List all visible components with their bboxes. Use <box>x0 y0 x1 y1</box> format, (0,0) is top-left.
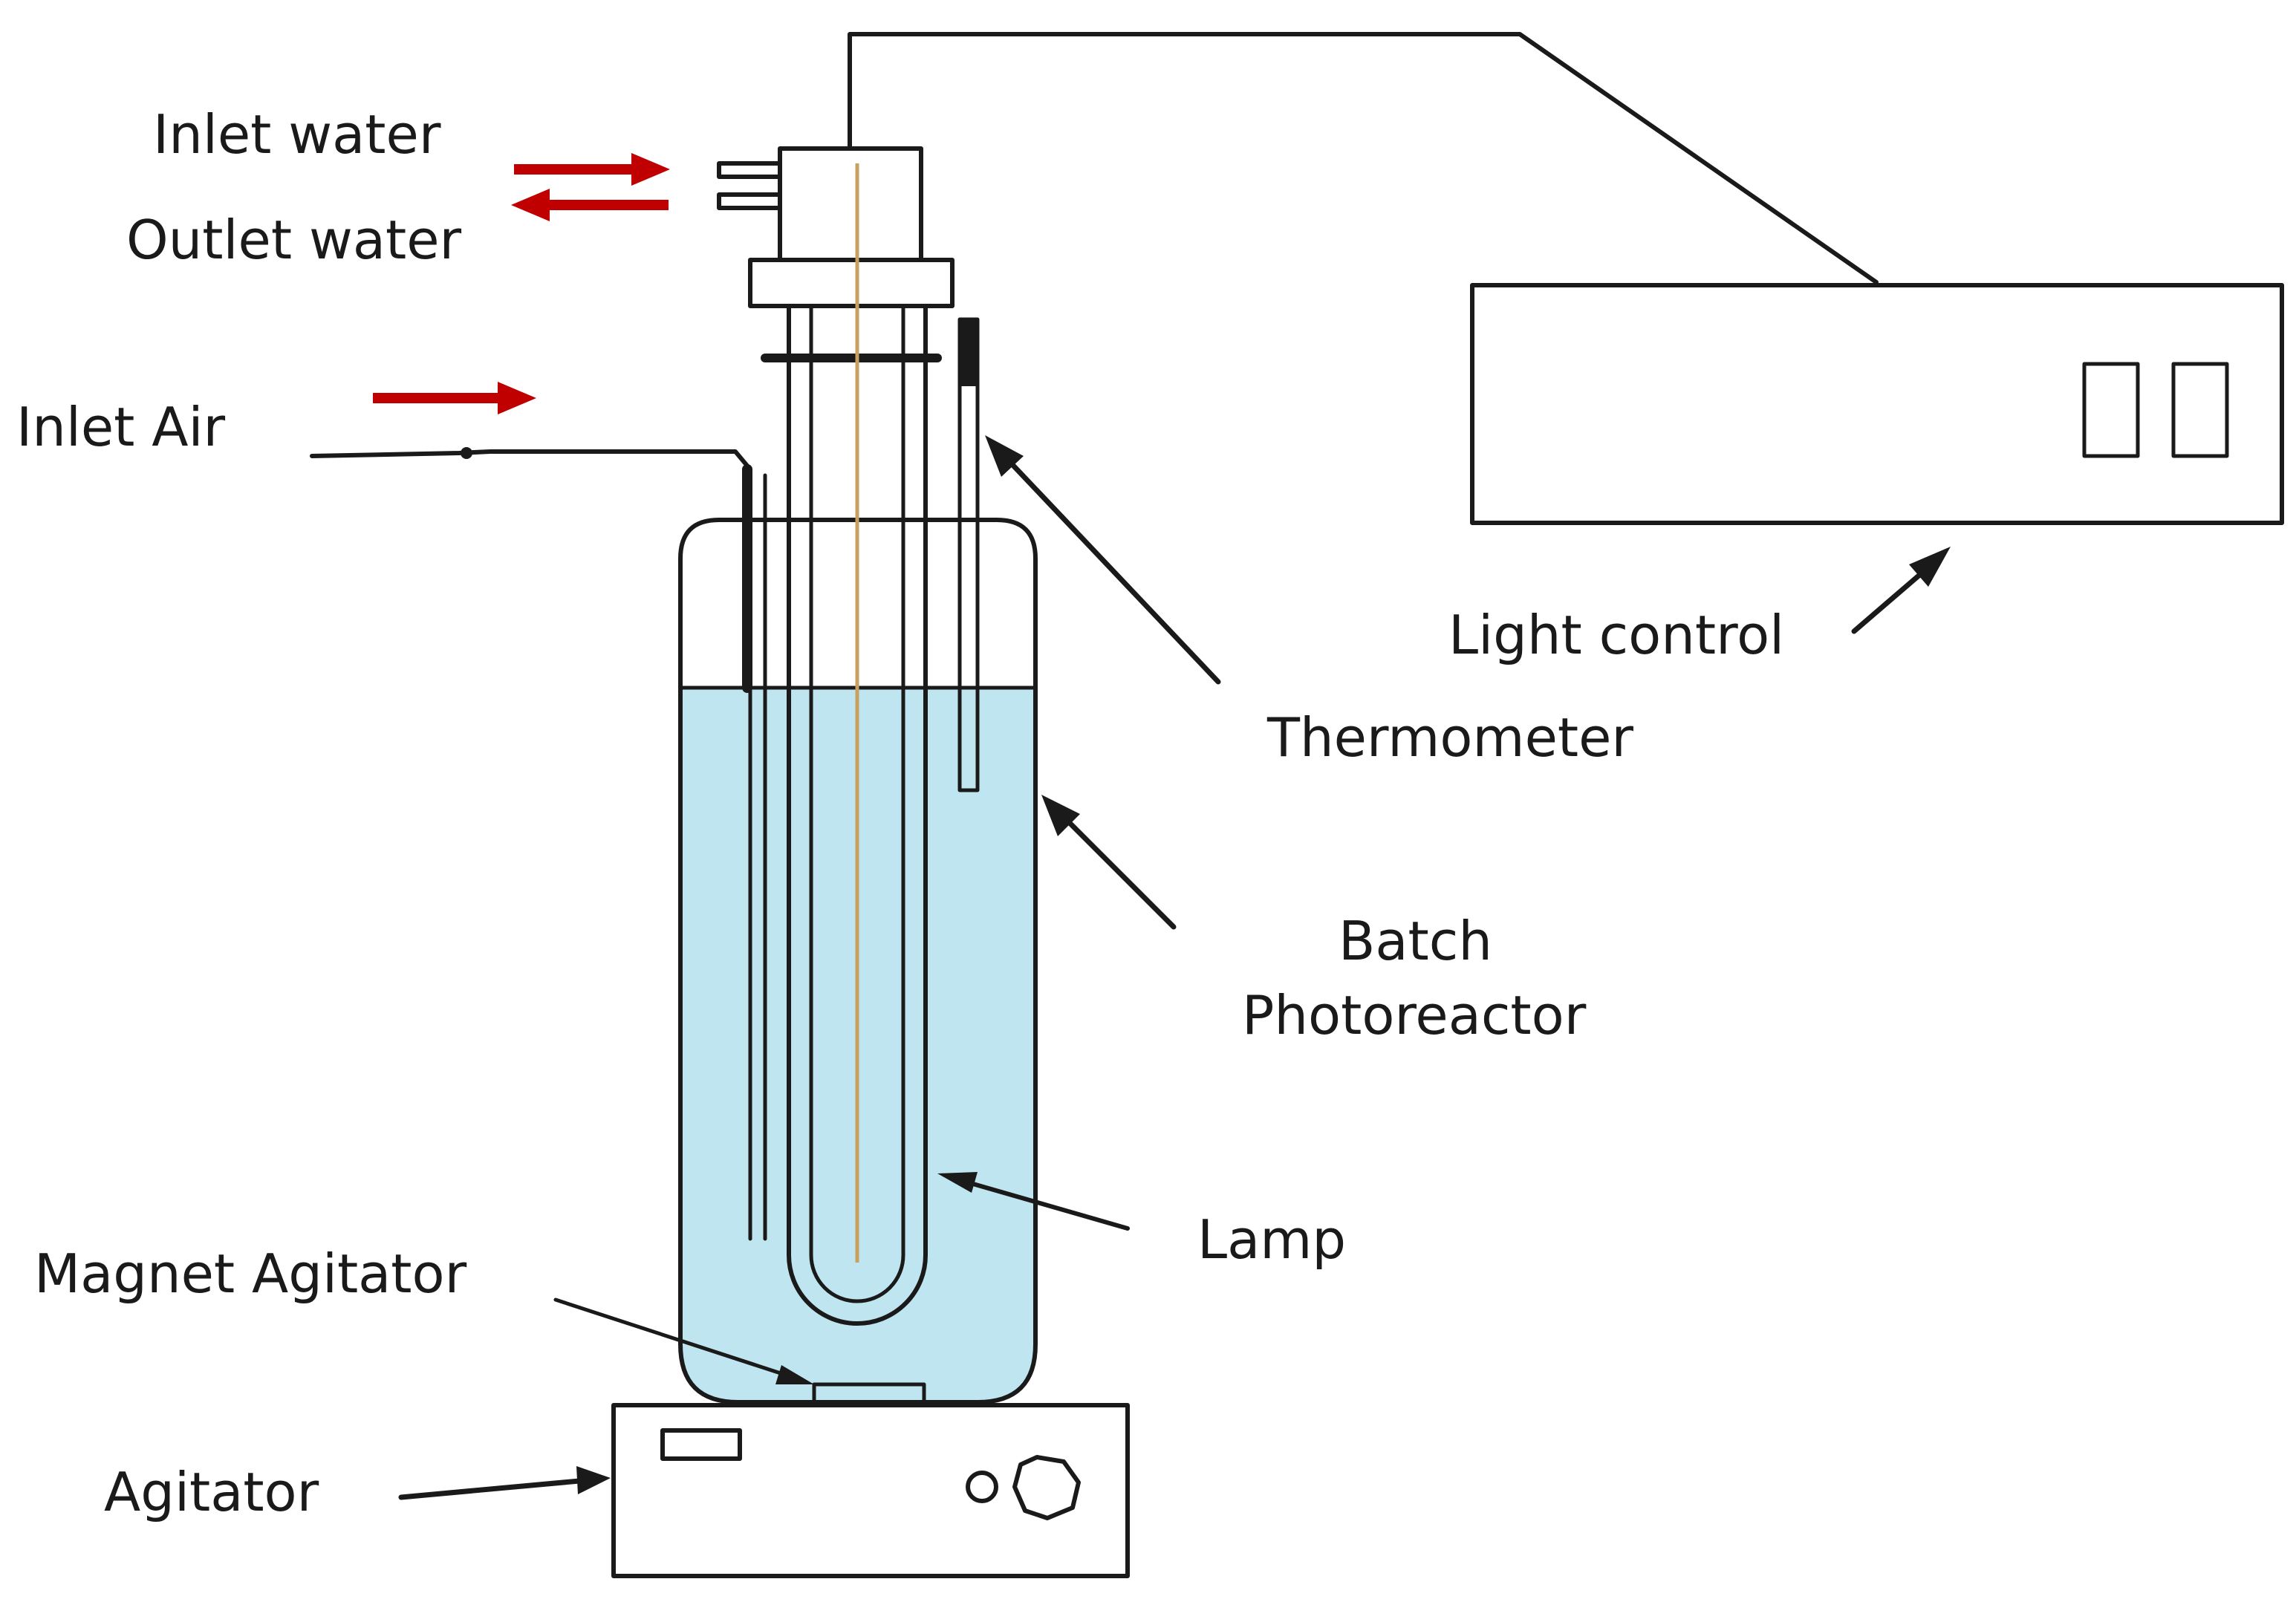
inlet-water-label: Inlet water <box>153 103 441 166</box>
lamp-pointer-arrow <box>937 1172 1130 1231</box>
reactor-clamp <box>748 258 955 308</box>
cooling-outlet-pipe <box>717 192 782 210</box>
green-button <box>2171 362 2229 458</box>
photoreactor-label: Photoreactor <box>1242 984 1587 1046</box>
lamp-housing-top <box>778 146 923 262</box>
magnet-stir-bar <box>812 1382 926 1406</box>
lamp-label: Lamp <box>1197 1208 1346 1271</box>
lamp-power-cable <box>848 32 1879 284</box>
magnet-agitator-pointer-arrow <box>553 1297 814 1384</box>
grey-button <box>2082 362 2140 458</box>
magnet-agitator-label: Magnet Agitator <box>34 1243 467 1305</box>
light-control-pointer-arrow <box>1851 547 1951 634</box>
outlet-water-arrow <box>511 189 669 221</box>
inlet-air-label: Inlet Air <box>16 396 226 458</box>
air-sparger-tube <box>748 473 767 1241</box>
air-valve <box>461 447 472 459</box>
inlet-air-tube <box>310 449 752 690</box>
thermometer-pointer-arrow <box>985 435 1221 685</box>
thermometer-label: Thermometer <box>1266 706 1633 769</box>
agitator-label: Agitator <box>104 1461 319 1523</box>
light-control-label: Light control <box>1448 604 1784 666</box>
agitator-display <box>660 1428 742 1461</box>
light-control-box <box>1470 283 2284 525</box>
agitator-knob-small <box>966 1471 998 1503</box>
inlet-air-arrow <box>373 382 536 414</box>
reactor-pointer-arrow <box>1041 795 1177 930</box>
lamp-well-outer <box>787 304 928 1326</box>
batch-label: Batch <box>1339 910 1492 972</box>
agitator-knob-large <box>1012 1455 1081 1520</box>
agitator-pointer-arrow <box>398 1466 611 1500</box>
cooling-inlet-pipe <box>717 161 782 179</box>
inlet-water-arrow <box>514 153 670 186</box>
lamp-well-inner <box>809 304 905 1303</box>
thermometer-cap <box>960 319 978 386</box>
reactor-vessel <box>678 518 1038 1404</box>
outlet-water-label: Outlet water <box>126 209 461 271</box>
